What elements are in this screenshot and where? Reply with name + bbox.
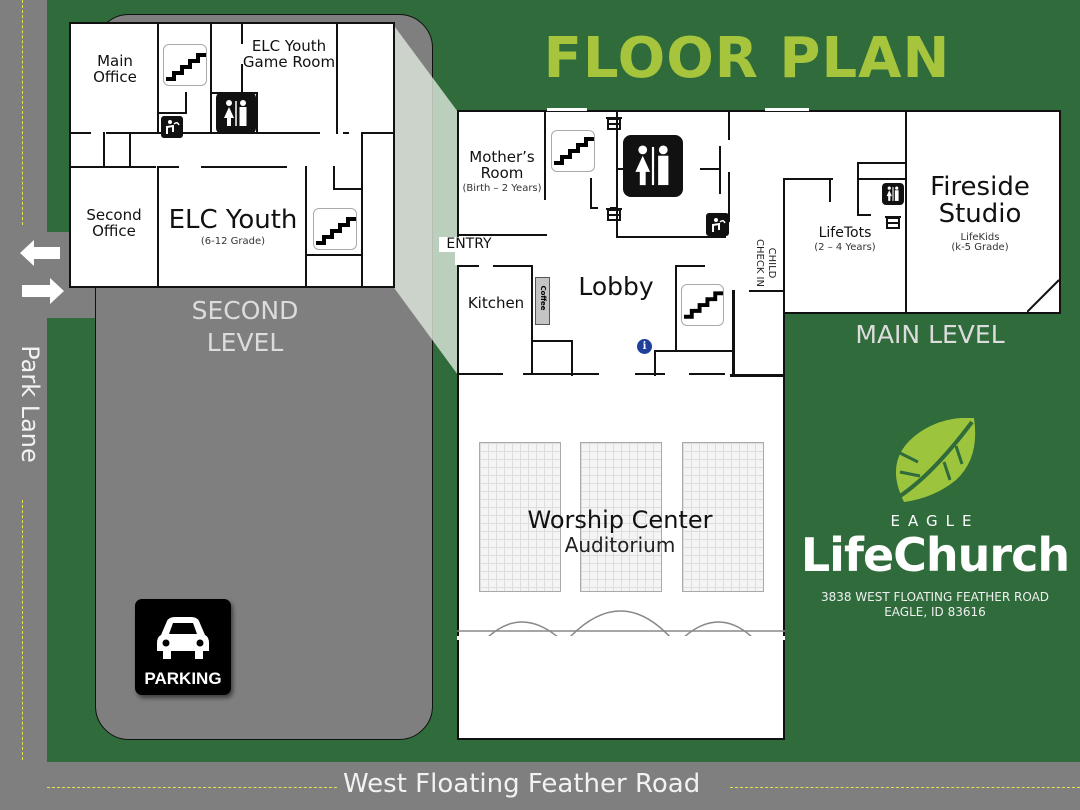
stairs-icon — [313, 208, 357, 250]
parking-label: PARKING — [144, 669, 222, 688]
park-lane-road — [0, 0, 47, 810]
main-level-plan: Mother’s Room (Birth – 2 Years) Kitchen … — [439, 108, 1061, 740]
changing-table-icon — [885, 214, 901, 233]
coffee-counter: Coffee — [535, 277, 550, 325]
left-street-label: Park Lane — [16, 345, 44, 463]
changing-table-icon — [606, 115, 622, 134]
room-lifetots: LifeTots (2 – 4 Years) — [814, 225, 876, 253]
west-floating-feather-road — [0, 762, 1080, 810]
road-centerline-left — [47, 787, 337, 788]
restroom-icon — [882, 183, 904, 205]
child-check-in-label: CHILD CHECK IN — [754, 239, 777, 287]
church-eagle-text: EAGLE — [890, 512, 980, 530]
entry-label: ENTRY — [439, 237, 499, 252]
restroom-icon — [623, 135, 683, 197]
stairs-icon — [681, 284, 724, 326]
stairs-icon — [163, 44, 207, 86]
arrow-right-icon — [22, 276, 64, 310]
arrow-left-icon — [20, 238, 62, 272]
stairs-icon — [551, 130, 595, 172]
page-title: FLOOR PLAN — [543, 26, 951, 91]
room-fireside-studio: Fireside Studio LifeKids (k-5 Grade) — [930, 172, 1030, 254]
level-connector — [392, 23, 458, 375]
bottom-street-label: West Floating Feather Road — [343, 769, 701, 799]
church-logo: EAGLE LifeChurch 3838 WEST FLOATING FEAT… — [790, 418, 1080, 619]
second-level-label: SECOND LEVEL — [191, 296, 299, 357]
car-icon — [157, 617, 209, 659]
water-fountain-icon — [161, 116, 183, 138]
room-kitchen: Kitchen — [467, 294, 525, 312]
room-elc-youth: ELC Youth (6-12 Grade) — [168, 205, 298, 248]
seating-section-right — [682, 442, 764, 592]
parking-sign: PARKING — [135, 599, 231, 695]
main-level-label: MAIN LEVEL — [855, 320, 1005, 349]
park-lane-centerline — [22, 0, 23, 225]
stage — [457, 610, 785, 640]
room-second-office: Second Office — [86, 206, 142, 240]
room-main-office: Main Office — [93, 52, 137, 86]
church-address-line1: 3838 WEST FLOATING FEATHER ROAD — [820, 590, 1050, 604]
park-lane-centerline-lower — [22, 500, 23, 760]
changing-table-icon — [606, 206, 622, 225]
church-address-line2: EAGLE, ID 83616 — [884, 605, 986, 619]
leaf-icon — [892, 418, 976, 502]
restroom-icon — [216, 92, 256, 134]
second-level-plan: Main Office ELC Youth Game Room Second O… — [69, 22, 395, 288]
church-name: LifeChurch — [800, 528, 1070, 582]
room-lobby: Lobby — [578, 272, 654, 301]
room-elc-youth-game-room: ELC Youth Game Room — [242, 37, 336, 71]
road-centerline-right — [730, 787, 1080, 788]
room-mothers-room: Mother’s Room (Birth – 2 Years) — [462, 148, 542, 194]
info-icon[interactable]: i — [637, 339, 652, 354]
seating-section-left — [479, 442, 561, 592]
water-fountain-icon — [706, 213, 729, 236]
seating-section-center — [580, 442, 662, 592]
room-worship-center: Worship Center Auditorium — [527, 506, 713, 558]
